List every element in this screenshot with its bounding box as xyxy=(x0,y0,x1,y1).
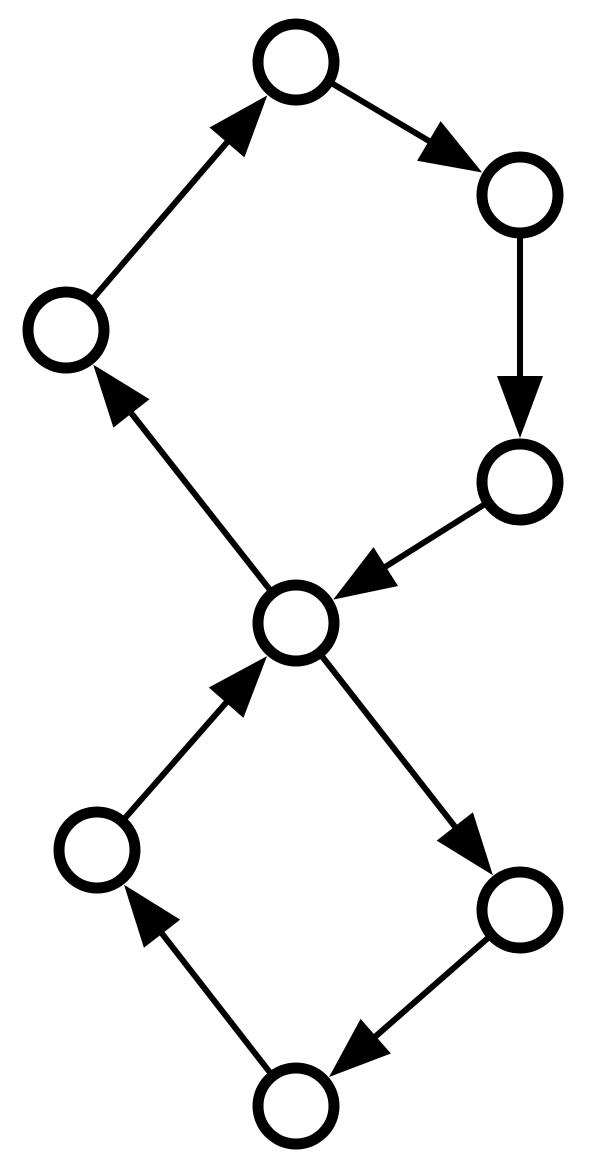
graph-node-mid-right xyxy=(476,438,564,526)
edges-layer xyxy=(91,80,543,1077)
graph-node-top xyxy=(252,18,340,106)
node-circle xyxy=(252,1062,340,1150)
node-circle xyxy=(476,438,564,526)
edge-line xyxy=(91,135,234,301)
arrowhead-icon xyxy=(497,376,543,438)
edge-arrow xyxy=(497,237,543,438)
arrowhead-icon xyxy=(93,364,150,428)
node-circle xyxy=(22,286,110,374)
arrowhead-icon xyxy=(208,656,267,718)
edge-line xyxy=(156,927,273,1075)
graph-node-lower-left xyxy=(53,806,141,894)
arrowhead-icon xyxy=(209,95,268,158)
nodes-layer xyxy=(22,18,564,1150)
edge-arrow xyxy=(329,935,491,1077)
edge-arrow xyxy=(91,95,268,301)
edge-line xyxy=(122,696,233,821)
edge-line xyxy=(330,80,436,147)
node-circle xyxy=(53,806,141,894)
edge-arrow xyxy=(124,884,273,1075)
graph-node-upper-left xyxy=(22,286,110,374)
arrowhead-icon xyxy=(417,121,483,173)
edge-line xyxy=(379,501,487,573)
arrowhead-icon xyxy=(329,1018,391,1077)
node-circle xyxy=(476,866,564,954)
edge-line xyxy=(369,935,491,1043)
node-circle xyxy=(476,151,564,239)
graph-node-center xyxy=(252,579,340,667)
arrowhead-icon xyxy=(333,547,398,600)
graph-node-bottom xyxy=(252,1062,340,1150)
graph-node-lower-right xyxy=(476,866,564,954)
arrowhead-icon xyxy=(124,884,181,948)
arrowhead-icon xyxy=(436,812,493,876)
edge-arrow xyxy=(93,364,273,592)
node-circle xyxy=(252,579,340,667)
edge-line xyxy=(319,654,461,834)
edge-arrow xyxy=(319,654,493,876)
edge-arrow xyxy=(333,501,487,600)
graph-node-upper-right xyxy=(476,151,564,239)
edge-line xyxy=(125,406,273,592)
edge-arrow xyxy=(122,656,267,821)
edge-arrow xyxy=(330,80,483,173)
node-circle xyxy=(252,18,340,106)
